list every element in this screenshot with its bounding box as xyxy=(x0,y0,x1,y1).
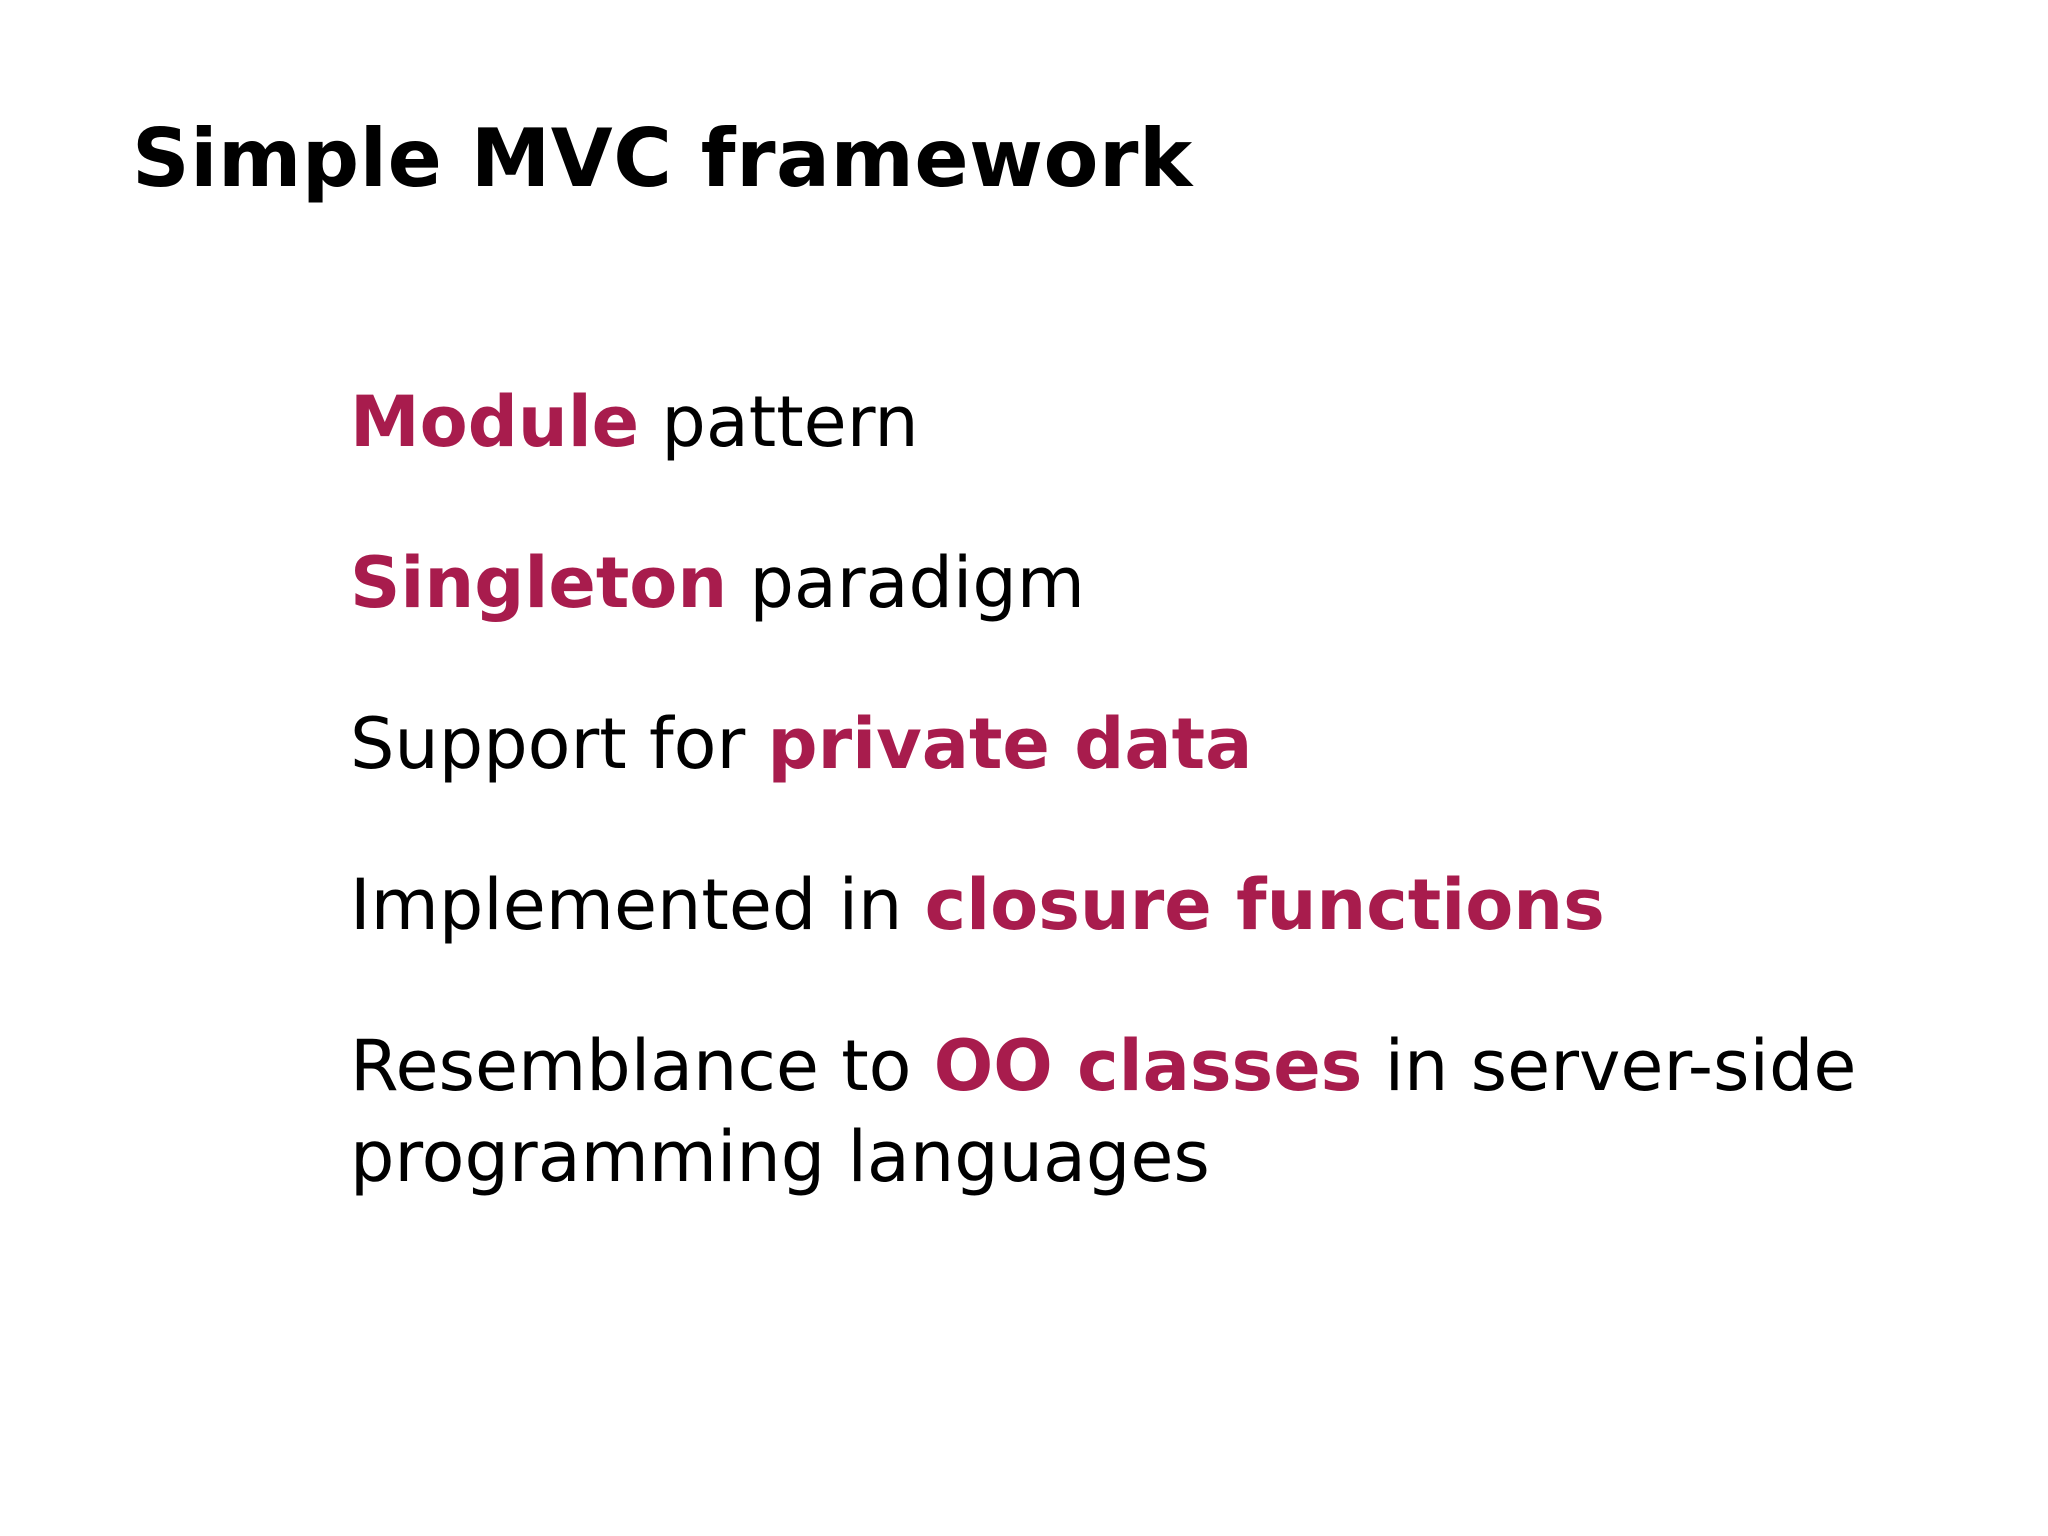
bullet-text: pattern xyxy=(639,381,919,464)
bullet-text: Support for xyxy=(350,703,768,786)
bullet-item: Module pattern xyxy=(350,377,1910,468)
bullet-item: Resemblance to OO classes in server-side… xyxy=(350,1021,1910,1203)
bullet-emphasis-text: OO classes xyxy=(933,1025,1363,1108)
bullet-item: Singleton paradigm xyxy=(350,538,1910,629)
bullet-emphasis-text: private data xyxy=(767,703,1253,786)
bullet-text: Implemented in xyxy=(350,864,925,947)
bullet-text: Resemblance to xyxy=(350,1025,934,1108)
slide-title: Simple MVC framework xyxy=(132,112,1193,205)
bullet-item: Support for private data xyxy=(350,699,1910,790)
bullet-item: Implemented in closure functions xyxy=(350,860,1910,951)
bullet-text: paradigm xyxy=(727,542,1085,625)
bullet-emphasis-text: Module xyxy=(350,381,640,464)
bullet-emphasis-text: Singleton xyxy=(350,542,728,625)
bullet-text: in server-side programming languages xyxy=(350,1025,1857,1199)
bullet-emphasis-text: closure functions xyxy=(924,864,1605,947)
